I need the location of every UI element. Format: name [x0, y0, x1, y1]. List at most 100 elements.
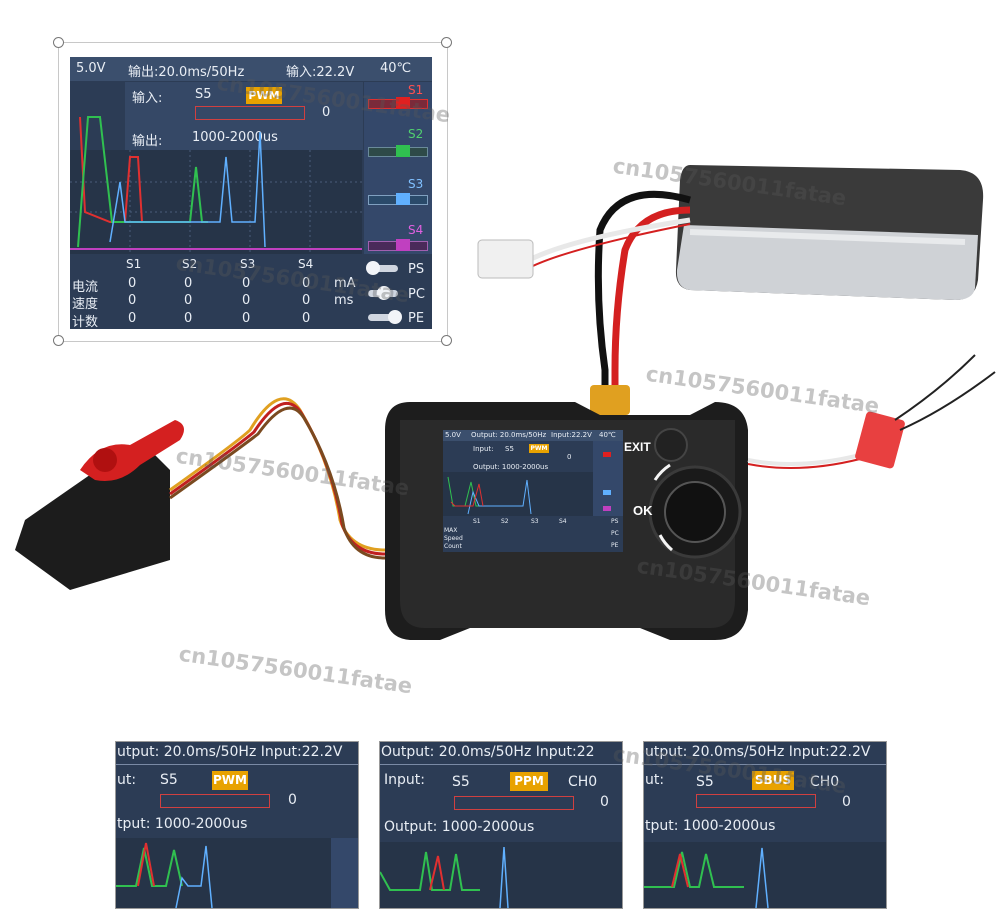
- bottom-panel-sbus: utput: 20.0ms/50Hz Input:22.2V ut: S5 SB…: [643, 741, 887, 909]
- sbus-output: tput: 1000-2000us: [645, 818, 776, 834]
- current-s1: 0: [128, 276, 137, 291]
- count-s1: 0: [128, 311, 137, 326]
- servo-motor: [15, 420, 184, 590]
- current-s3: 0: [242, 276, 251, 291]
- ok-knob[interactable]: [664, 481, 726, 543]
- row-label-speed: 速度: [72, 297, 99, 312]
- current-s2: 0: [184, 276, 193, 291]
- device-waveform: [443, 472, 593, 516]
- device-ch-s1: S1: [473, 518, 481, 525]
- device-temp: 40℃: [599, 431, 616, 439]
- device-row-count: Count: [444, 543, 462, 550]
- row-label-current: 电流: [72, 280, 99, 295]
- ppm-status: Output: 20.0ms/50Hz Input:22: [381, 744, 595, 760]
- pe-toggle[interactable]: [368, 314, 398, 321]
- s3-swatch: [396, 193, 410, 205]
- side-channel-s4: S4: [408, 223, 424, 237]
- input-value-bar: [195, 106, 305, 120]
- exit-label: EXIT: [624, 440, 651, 454]
- pc-toggle-knob: [377, 286, 391, 300]
- pwm-input-label: ut:: [117, 772, 137, 788]
- sbus-value: 0: [842, 794, 851, 810]
- mode-ps-label: PS: [408, 262, 425, 277]
- side-channel-s2: S2: [408, 127, 424, 141]
- frame-corner: [53, 335, 64, 346]
- device-row-speed: Speed: [444, 535, 463, 542]
- device-output-label: Output: 1000-2000us: [473, 463, 549, 471]
- s2-swatch: [396, 145, 410, 157]
- frame-corner: [441, 335, 452, 346]
- sbus-waveform: [644, 842, 886, 908]
- pe-toggle-knob: [388, 310, 402, 324]
- sbus-extra: CH0: [810, 774, 840, 790]
- device-input-channel: S5: [505, 445, 514, 453]
- ppm-channel: S5: [452, 774, 470, 790]
- device-input: Input:22.2V: [551, 431, 592, 439]
- speed-s3: 0: [242, 293, 251, 308]
- output-readout: 输出:20.0ms/50Hz: [128, 65, 245, 80]
- ppm-extra: CH0: [568, 774, 598, 790]
- device-ch-s3: S3: [531, 518, 539, 525]
- channel-sidebar: [364, 82, 432, 254]
- device-s4-swatch: [603, 506, 611, 511]
- input-channel: S5: [195, 87, 212, 102]
- sbus-status: utput: 20.0ms/50Hz Input:22.2V: [645, 744, 871, 760]
- pwm-waveform: [116, 838, 358, 908]
- device-status-bar: [443, 430, 623, 441]
- ppm-output: Output: 1000-2000us: [384, 819, 535, 835]
- channel-header-s2: S2: [182, 257, 198, 271]
- pwm-status-rule: [116, 764, 358, 765]
- device-input-label: Input:: [473, 445, 494, 453]
- current-unit: mA: [334, 276, 356, 291]
- temperature-readout: 40℃: [380, 61, 412, 76]
- sbus-status-rule: [644, 764, 886, 765]
- input-info-box: [125, 82, 363, 150]
- sbus-value-bar: [696, 794, 816, 808]
- output-range: 1000-2000us: [192, 130, 278, 145]
- device-voltage: 5.0V: [445, 431, 461, 439]
- ok-label: OK: [633, 503, 653, 518]
- input-value: 0: [322, 105, 331, 120]
- channel-header-s3: S3: [240, 257, 256, 271]
- output-label: 输出:: [132, 134, 163, 149]
- mode-pe-label: PE: [408, 311, 425, 326]
- frame-corner: [53, 37, 64, 48]
- channel-header-s1: S1: [126, 257, 142, 271]
- device-row-max: MAX: [444, 527, 458, 534]
- pwm-badge: PWM: [212, 771, 248, 790]
- exit-button[interactable]: [654, 428, 688, 462]
- pwm-value-bar: [160, 794, 270, 808]
- device-input-value: 0: [567, 453, 572, 461]
- device-mode-ps: PS: [611, 518, 619, 525]
- input-voltage-readout: 输入:22.2V: [286, 65, 355, 80]
- sbus-input-label: ut:: [645, 772, 665, 788]
- receiver: [855, 411, 905, 469]
- status-bar: [70, 57, 432, 81]
- speed-s1: 0: [128, 293, 137, 308]
- ppm-waveform: [380, 842, 622, 908]
- voltage-readout: 5.0V: [76, 61, 106, 76]
- device-input-badge: PWM: [529, 444, 549, 453]
- device-mode-pc: PC: [611, 530, 619, 537]
- count-s4: 0: [302, 311, 311, 326]
- sbus-channel: S5: [696, 774, 714, 790]
- ps-toggle-knob: [366, 261, 380, 275]
- ppm-value-bar: [454, 796, 574, 810]
- ppm-input-label: Input:: [384, 772, 425, 788]
- ps-toggle[interactable]: [368, 265, 398, 272]
- ppm-status-rule: [380, 764, 622, 765]
- input-label: 输入:: [132, 91, 163, 106]
- speed-s4: 0: [302, 293, 311, 308]
- device-mode-pe: PE: [611, 542, 619, 549]
- s4-swatch: [396, 239, 410, 251]
- device-lcd-screen: 5.0V Output: 20.0ms/50Hz Input:22.2V 40℃…: [443, 430, 623, 552]
- count-s3: 0: [242, 311, 251, 326]
- current-s4: 0: [302, 276, 311, 291]
- waveform-plot: [70, 116, 362, 254]
- pwm-value: 0: [288, 792, 297, 808]
- device-output: Output: 20.0ms/50Hz: [471, 431, 547, 439]
- lipo-battery: [675, 165, 984, 300]
- row-label-count: 计数: [72, 315, 99, 329]
- channel-header-s4: S4: [298, 257, 314, 271]
- s1-swatch: [396, 97, 410, 109]
